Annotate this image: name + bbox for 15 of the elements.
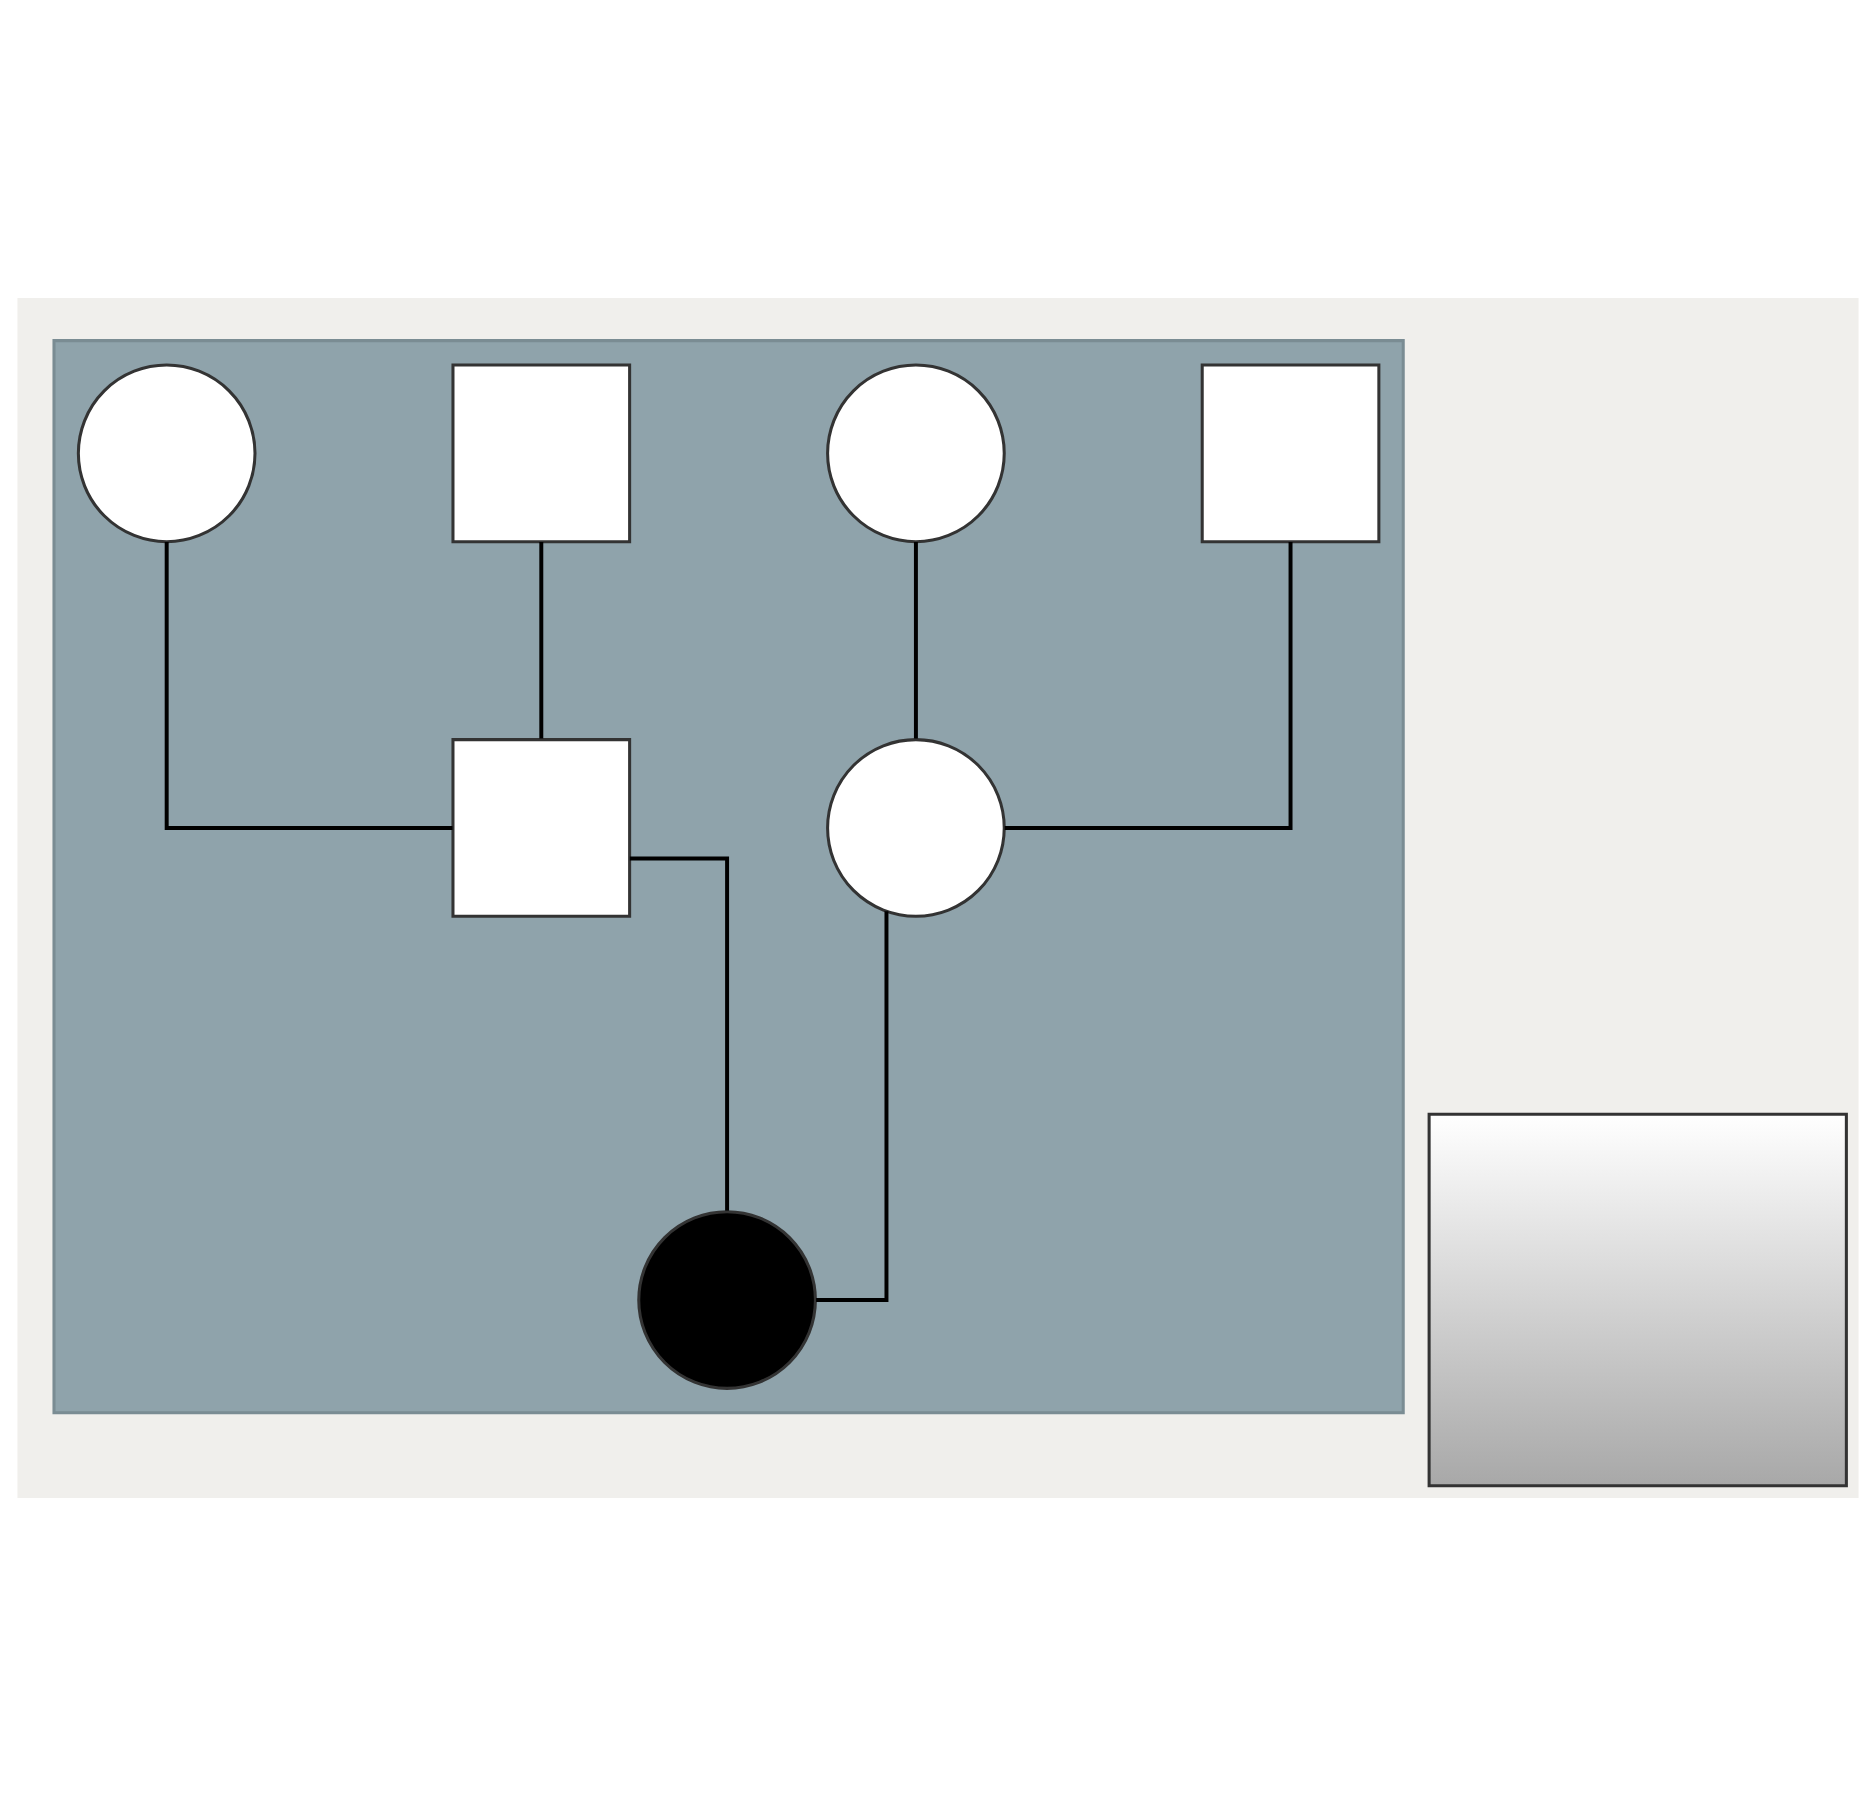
- node-box: [451, 737, 632, 917]
- connector: [816, 910, 889, 1301]
- node-circle: [637, 1209, 817, 1389]
- connector: [164, 541, 453, 829]
- node-circle: [826, 362, 1006, 543]
- cluster: [52, 338, 1405, 1414]
- node-circle: [76, 362, 257, 543]
- connector: [913, 541, 918, 738]
- node-box: [451, 362, 632, 543]
- connector: [629, 855, 730, 1210]
- node-box: [1200, 362, 1381, 543]
- node-circle: [826, 737, 1006, 917]
- connector: [1004, 541, 1293, 829]
- node-box: [1427, 1111, 1848, 1487]
- connector: [539, 541, 544, 738]
